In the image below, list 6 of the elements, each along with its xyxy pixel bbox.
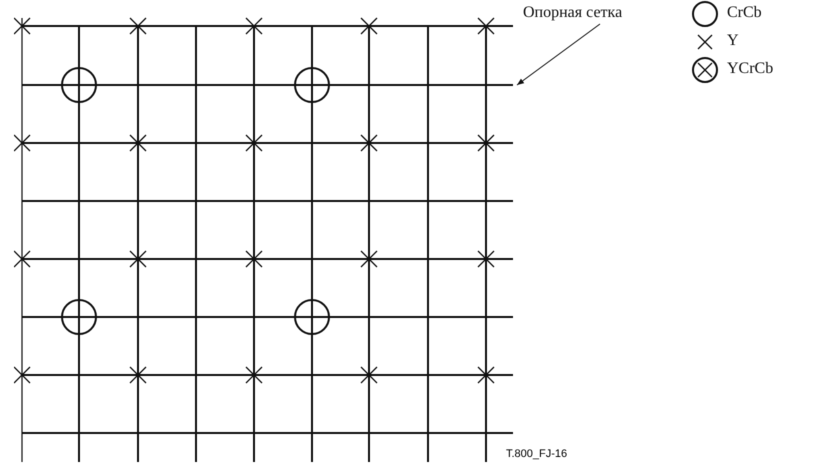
- legend-label: CrCb: [727, 4, 762, 22]
- figure-code: T.800_FJ-16: [506, 448, 568, 460]
- legend-label: Y: [727, 32, 739, 50]
- legend-label: YCrCb: [727, 60, 774, 78]
- grid-caption: Опорная сетка: [523, 4, 622, 22]
- leader-line: [516, 24, 600, 86]
